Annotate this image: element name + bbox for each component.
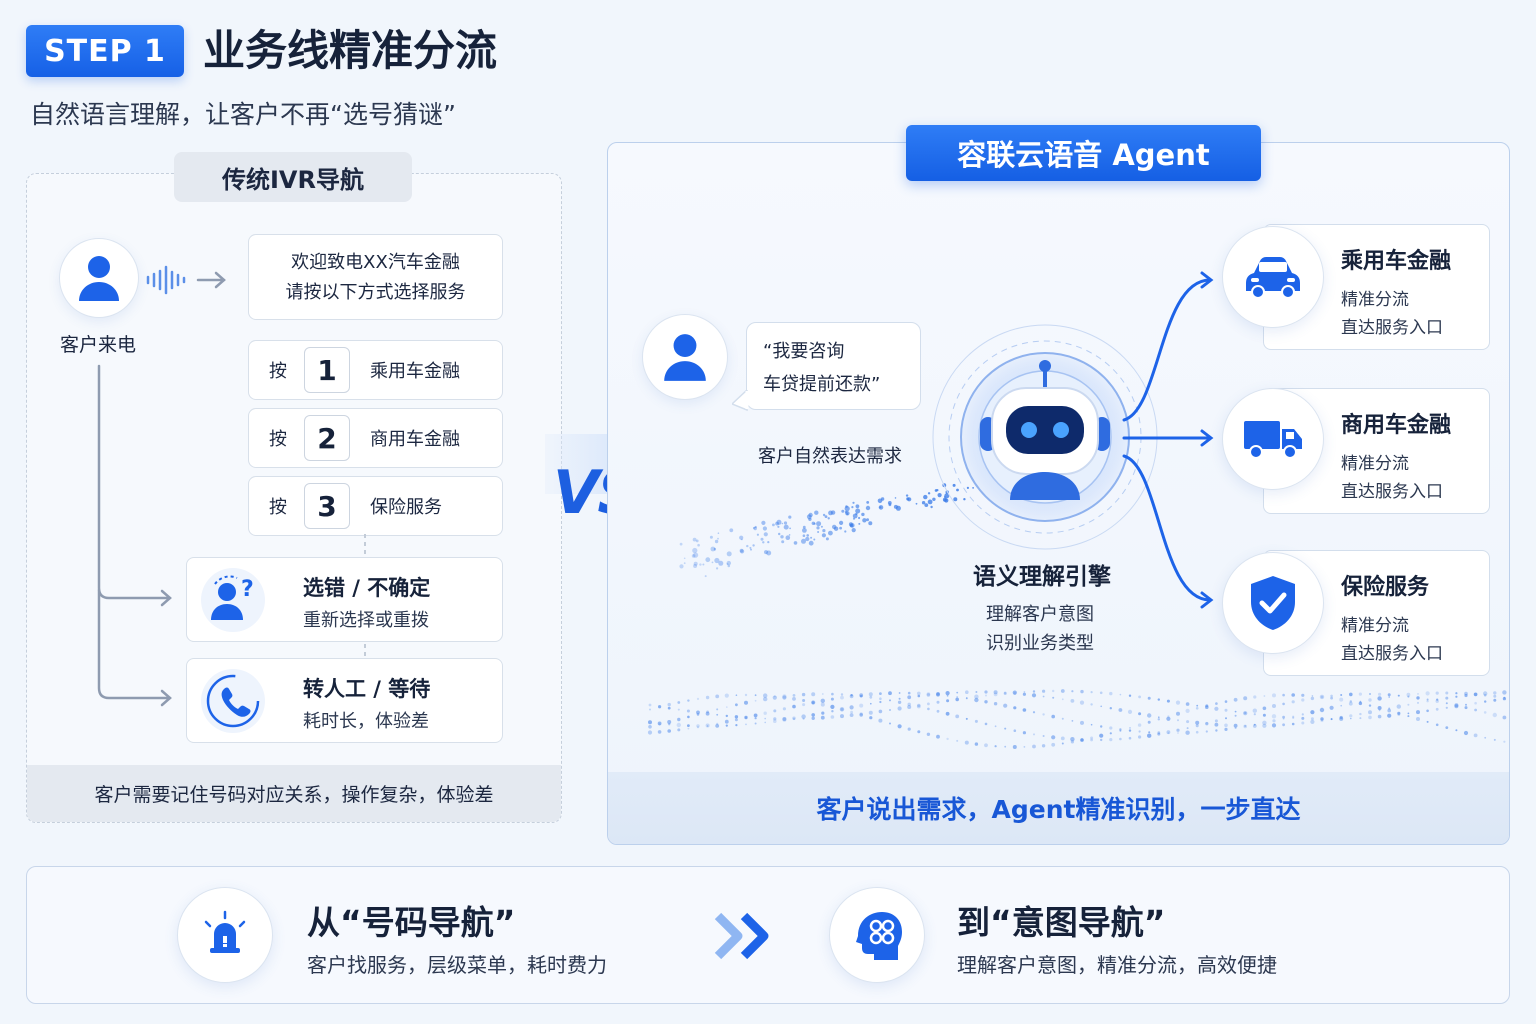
car-icon [1222,226,1324,328]
wrong-choice-card: ? 选错 / 不确定 重新选择或重拨 [186,557,503,642]
engine-title: 语义理解引擎 [973,564,1111,590]
service-line-2: 直达服务入口 [1341,482,1443,502]
key-number: 3 [304,483,350,529]
wrong-choice-title: 选错 / 不确定 [303,576,431,600]
ivr-option-1[interactable]: 按 1 乘用车金融 [248,340,503,400]
to-title: 到“意图导航” [957,903,1166,942]
service-line-1: 精准分流 [1341,616,1409,636]
ivr-flow-lines [97,364,172,707]
alert-bell-icon [177,887,273,983]
to-desc: 理解客户意图，精准分流，高效便捷 [957,953,1277,977]
bubble-tail [732,390,749,412]
page-subtitle: 自然语言理解，让客户不再“选号猜谜” [30,100,456,129]
wrong-choice-desc: 重新选择或重拨 [303,610,429,631]
service-line-2: 直达服务入口 [1341,644,1443,664]
service-line-1: 精准分流 [1341,290,1409,310]
service-line-1: 精准分流 [1341,454,1409,474]
sound-wave-icon [146,265,226,295]
transfer-agent-card: 转人工 / 等待 耗时长，体验差 [186,658,503,743]
ivr-option-3[interactable]: 按 3 保险服务 [248,476,503,536]
service-title: 乘用车金融 [1341,249,1452,274]
customer-speech-bubble: “我要咨询 车贷提前还款” [746,322,921,410]
from-title: 从“号码导航” [307,903,516,942]
phone-icon [201,669,265,733]
confused-user-icon: ? [201,568,265,632]
welcome-line-1: 欢迎致电XX汽车金融 [291,252,460,273]
from-desc: 客户找服务，层级菜单，耗时费力 [307,953,607,977]
option-label: 商用车金融 [370,429,460,450]
customer-avatar [642,314,728,400]
caller-label: 客户来电 [60,334,137,356]
truck-icon [1222,388,1324,490]
caller-avatar [59,238,139,318]
agent-footer-note: 客户说出需求，Agent精准识别，一步直达 [608,772,1509,844]
key-number: 1 [304,347,350,393]
press-label: 按 [269,361,287,382]
engine-desc-1: 理解客户意图 [986,604,1094,625]
svg-text:?: ? [241,577,254,602]
person-icon [664,334,706,381]
person-icon [79,256,119,301]
ivr-option-2[interactable]: 按 2 商用车金融 [248,408,503,468]
transfer-agent-title: 转人工 / 等待 [303,677,431,701]
ivr-footer-note: 客户需要记住号码对应关系，操作复杂，体验差 [27,765,561,822]
brain-head-icon [829,887,925,983]
press-label: 按 [269,429,287,450]
service-title: 保险服务 [1341,575,1430,600]
ivr-welcome-card: 欢迎致电XX汽车金融 请按以下方式选择服务 [248,234,503,320]
service-line-2: 直达服务入口 [1341,318,1443,338]
traditional-ivr-tab: 传统IVR导航 [174,152,412,202]
double-chevron-icon [714,912,769,960]
press-label: 按 [269,497,287,518]
option-label: 乘用车金融 [370,361,460,382]
agent-tab: 容联云语音 Agent [906,125,1261,181]
page-title: 业务线精准分流 [203,26,498,75]
bubble-line-1: “我要咨询 [763,341,845,362]
service-title: 商用车金融 [1341,413,1452,438]
bubble-line-2: 车贷提前还款” [763,374,881,395]
routing-arrows [1122,271,1214,609]
welcome-line-2: 请按以下方式选择服务 [285,282,466,303]
shield-check-icon [1222,552,1324,654]
transfer-agent-desc: 耗时长，体验差 [303,711,429,732]
service-card-insurance[interactable]: 保险服务 精准分流 直达服务入口 [1263,550,1490,676]
semantic-engine-robot [932,324,1158,550]
particle-wave-decoration [647,483,1507,749]
customer-expression-label: 客户自然表达需求 [758,446,902,467]
key-number: 2 [304,415,350,461]
step-badge: STEP 1 [26,25,184,77]
engine-desc-2: 识别业务类型 [986,633,1094,654]
option-label: 保险服务 [370,497,442,518]
